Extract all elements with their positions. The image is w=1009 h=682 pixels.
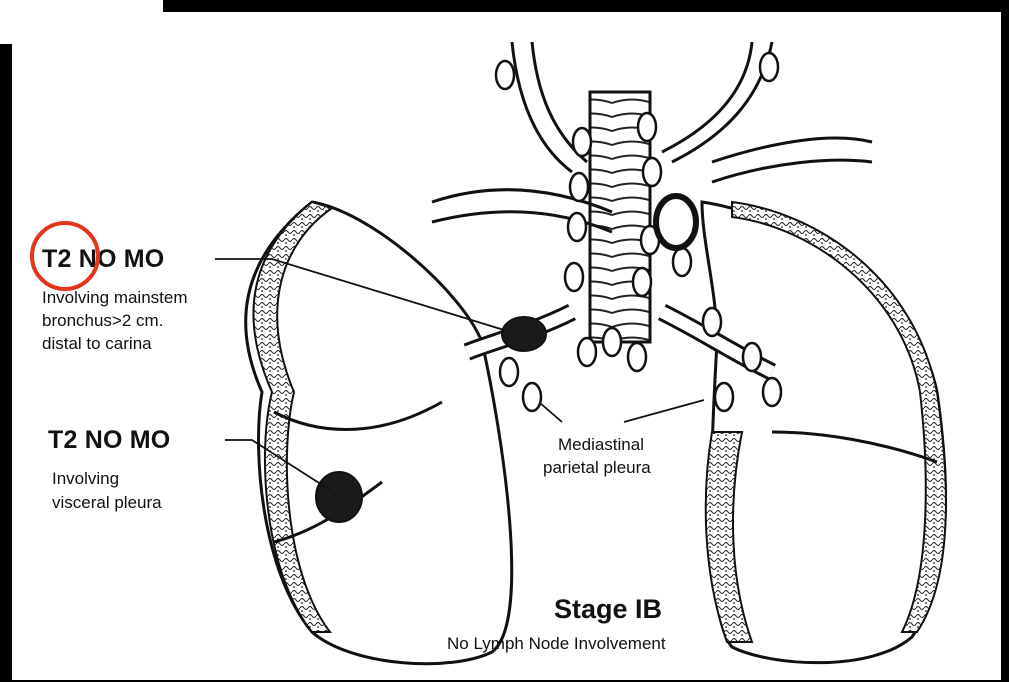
tumor1-line-2: bronchus>2 cm. bbox=[42, 309, 163, 332]
tumor-pleura bbox=[316, 472, 362, 522]
diagram-panel: T2 NO MO Involving mainstem bronchus>2 c… bbox=[12, 12, 1001, 680]
stage-title: Stage IB bbox=[554, 594, 662, 625]
lung-illustration bbox=[12, 12, 1001, 680]
pleura-line-1: Mediastinal bbox=[558, 433, 644, 456]
tumor2-title: T2 NO MO bbox=[48, 426, 170, 455]
tumor2-line-1: Involving bbox=[52, 467, 119, 490]
left-lung bbox=[246, 202, 512, 664]
stage-subtitle: No Lymph Node Involvement bbox=[447, 634, 666, 654]
pleura-line-2: parietal pleura bbox=[543, 456, 651, 479]
tumor1-line-3: distal to carina bbox=[42, 332, 152, 355]
tumor2-line-2: visceral pleura bbox=[52, 491, 162, 514]
right-lung bbox=[702, 202, 946, 663]
tumor-bronchus bbox=[502, 317, 546, 351]
aortic-arch bbox=[656, 196, 696, 248]
highlight-circle bbox=[30, 221, 100, 291]
